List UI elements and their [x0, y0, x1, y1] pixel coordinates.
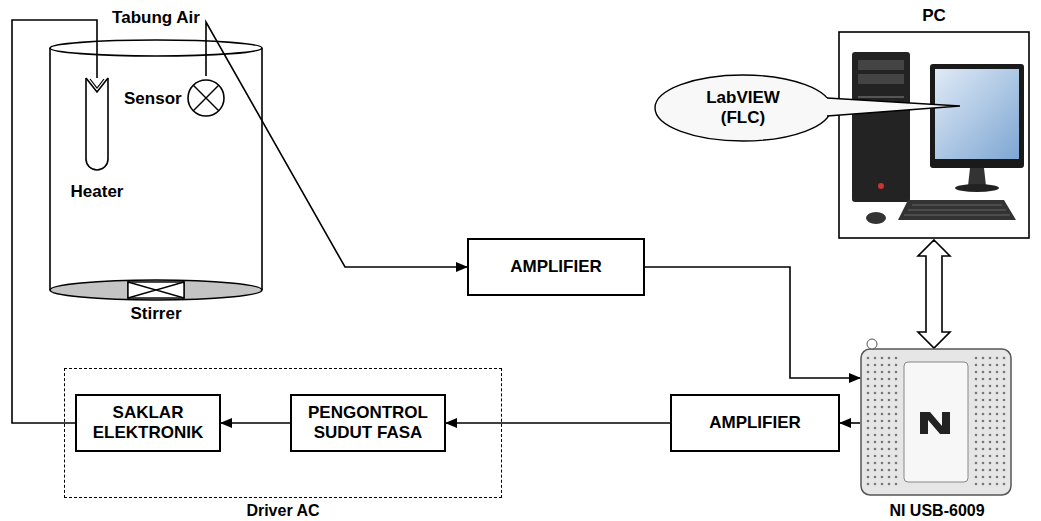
stirrer: Stirrer	[118, 280, 194, 324]
connector	[840, 422, 860, 424]
process-box: SAKLAR ELEKTRONIK	[75, 394, 221, 452]
pc-label: PC	[922, 6, 946, 26]
box-label: PENGONTROL SUDUT FASA	[296, 403, 440, 442]
tank-title: Tabung Air	[44, 6, 268, 28]
process-box: AMPLIFIER	[670, 394, 840, 452]
process-box: PENGONTROL SUDUT FASA	[290, 394, 446, 452]
callout-bubble: LabVIEW (FLC)	[654, 74, 832, 142]
box-label: AMPLIFIER	[709, 413, 801, 433]
water-tank: Tabung AirHeater SensorStirrer	[44, 6, 268, 324]
heater-label: Heater	[71, 182, 124, 202]
daq-device: NI USB-6009	[860, 348, 1014, 520]
group-box: Driver AC PENGONTROL SUDUT FASA SAKLAR ELE…	[64, 368, 502, 520]
connector	[645, 267, 860, 378]
process-box: AMPLIFIER	[467, 238, 645, 296]
software-label: LabVIEW (FLC)	[697, 88, 789, 127]
connector	[12, 20, 97, 423]
connector	[221, 422, 290, 424]
tank-outline	[44, 6, 268, 324]
pc-computer: PC	[838, 6, 1030, 240]
group-label: Driver AC	[246, 502, 319, 520]
stirrer-label: Stirrer	[130, 304, 181, 324]
heater-element: Heater	[63, 78, 131, 202]
box-label: SAKLAR ELEKTRONIK	[81, 403, 215, 442]
computer-illustration	[838, 6, 1030, 240]
connector-group	[12, 20, 950, 423]
temperature-sensor: Sensor	[124, 76, 228, 122]
connector	[206, 22, 467, 267]
sensor-label: Sensor	[124, 89, 182, 109]
daq-illustration	[860, 348, 1014, 496]
device-label: NI USB-6009	[889, 502, 984, 520]
connector	[446, 422, 670, 424]
block-arrow	[918, 240, 950, 348]
box-label: AMPLIFIER	[510, 257, 602, 277]
